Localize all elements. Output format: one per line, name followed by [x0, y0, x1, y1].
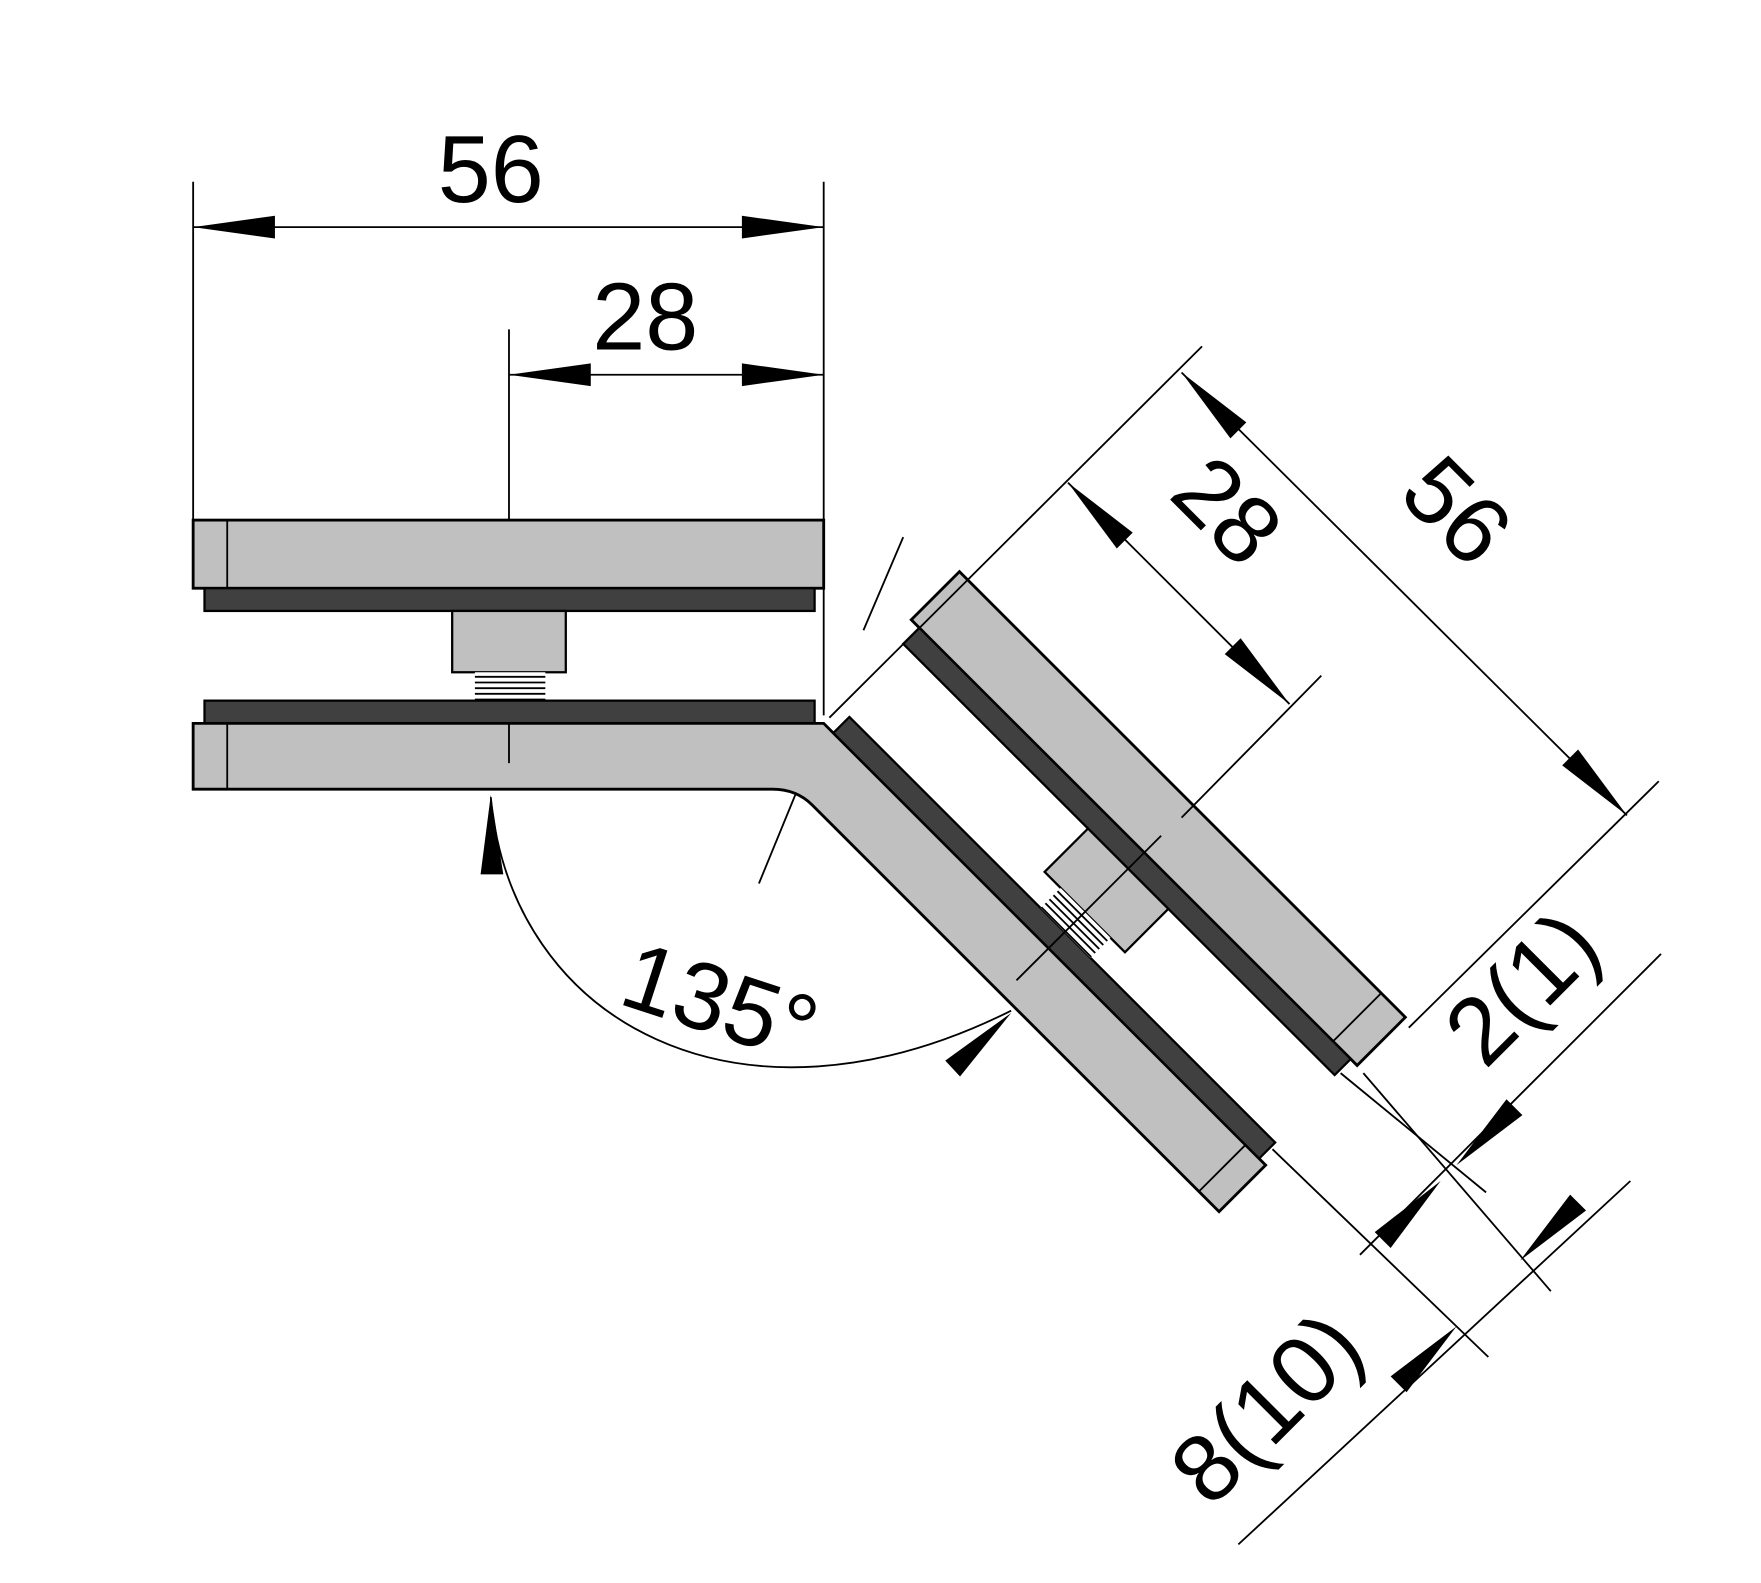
angled-top-plate: [909, 569, 1408, 1068]
bottom-gasket: [203, 699, 816, 725]
top-gasket: [203, 587, 816, 613]
dimension-label: 56: [438, 117, 544, 223]
dimension-label: 28: [592, 265, 698, 371]
spring: [474, 672, 546, 701]
dimension-label: 8(10): [1151, 1292, 1384, 1524]
dimension-horizontal-28: 28: [508, 265, 824, 764]
dimension-horizontal-56: 56: [192, 117, 825, 716]
angled-clamp: [831, 569, 1408, 1193]
horizontal-clamp: [191, 518, 1268, 1214]
bent-base-plate: [191, 721, 1268, 1214]
dimension-label: 56: [1381, 436, 1531, 586]
dimension-label: 2(1): [1425, 891, 1620, 1086]
dimension-label: 28: [1152, 436, 1302, 586]
angled-spring: [1040, 887, 1111, 958]
dimension-thickness: 2(1) 8(10): [1151, 891, 1662, 1546]
bolt-head: [451, 609, 567, 674]
top-plate: [191, 518, 826, 590]
